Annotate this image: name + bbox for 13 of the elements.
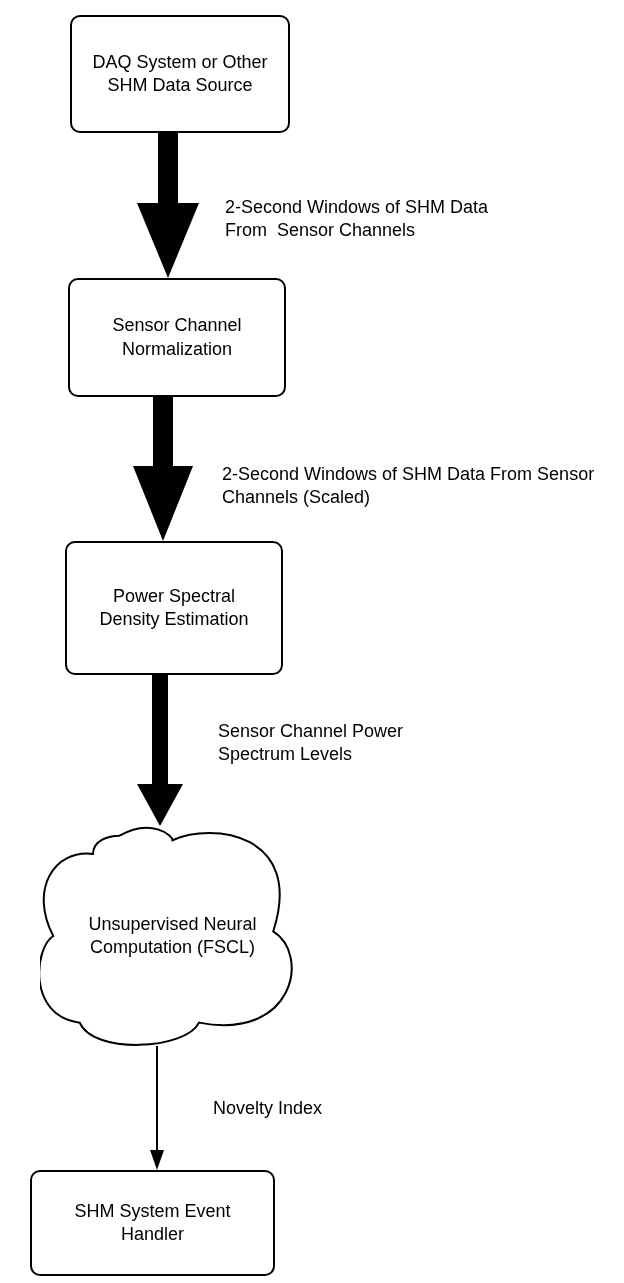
node-text: DAQ System or Other SHM Data Source [91, 50, 269, 97]
process-box [30, 1170, 275, 1276]
process-box [65, 541, 283, 675]
node-text: Power Spectral Density Estimation [98, 584, 250, 631]
node-text: Unsupervised Neural Computation (FSCL) [87, 912, 258, 959]
arrow [137, 675, 183, 826]
arrow [137, 133, 199, 278]
node-text: Sensor Channel Normalization [111, 314, 243, 361]
process-box [70, 15, 290, 133]
arrow [133, 397, 193, 541]
arrow [150, 1045, 164, 1170]
node-text: SHM System Event Handler [73, 1199, 232, 1246]
process-box [68, 278, 286, 397]
